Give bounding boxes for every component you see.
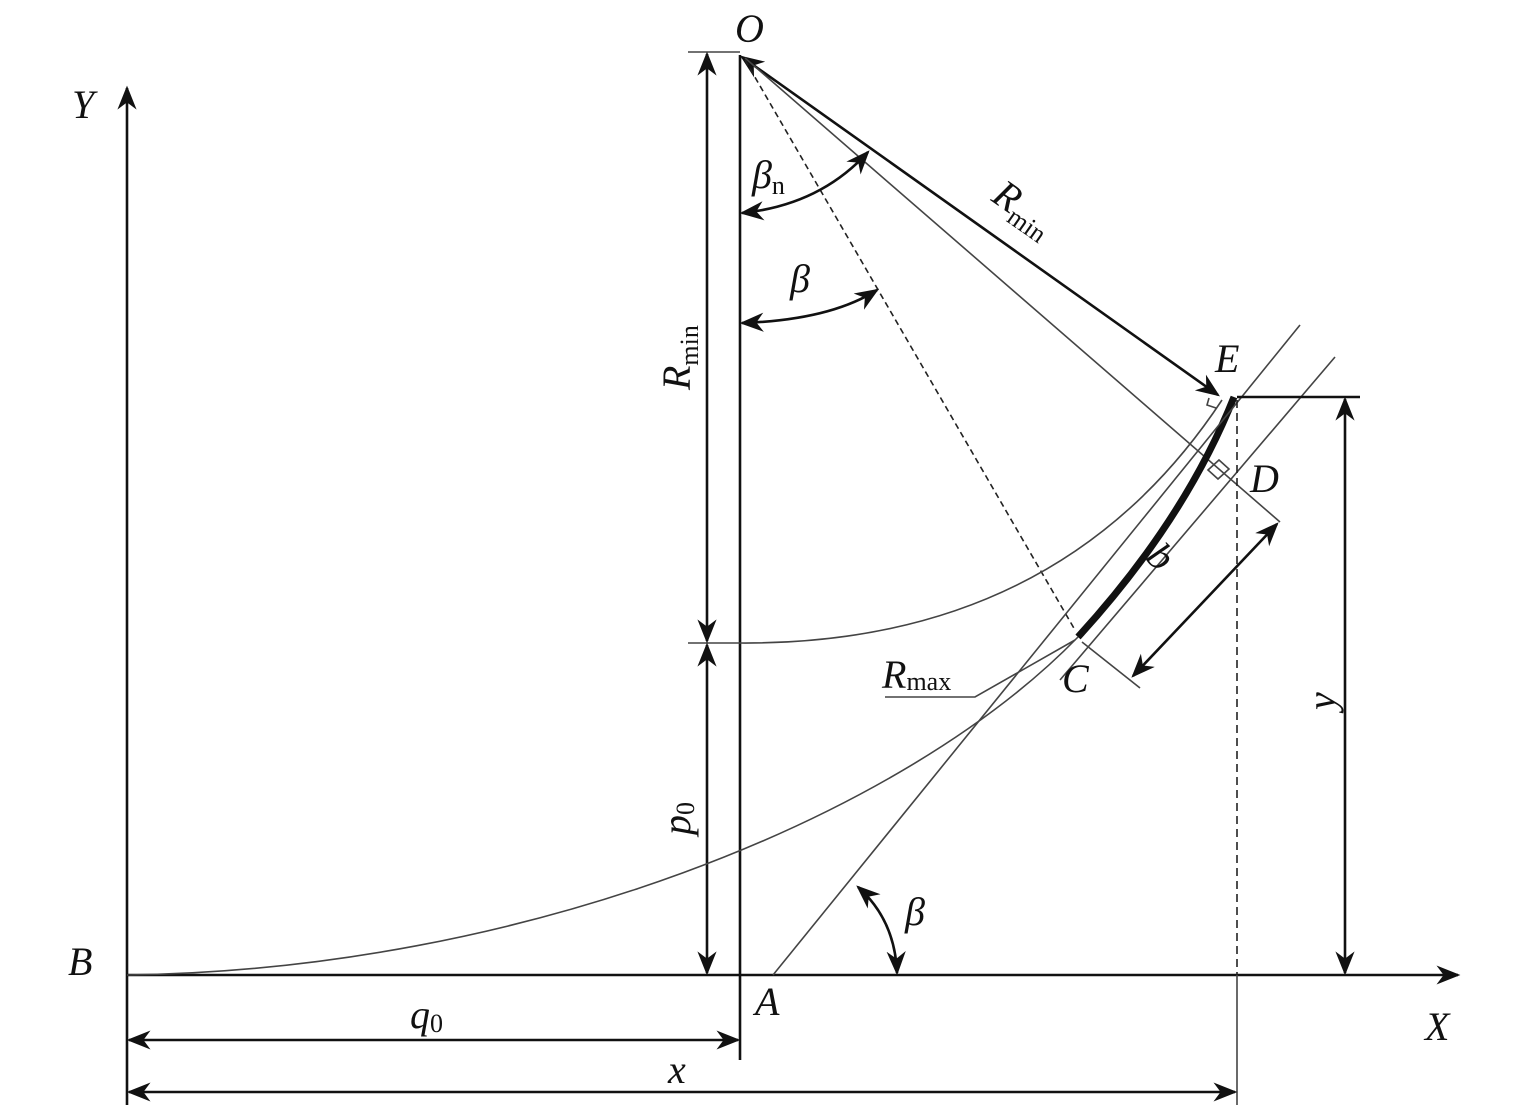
rmin-radius-arrow: [740, 55, 1220, 397]
svg-text:Rmin: Rmin: [654, 325, 704, 391]
dashed-O-C: [744, 59, 1076, 631]
parallel-line-D: [1059, 356, 1336, 681]
label-B: B: [68, 939, 92, 984]
arc-rmin: [739, 399, 1223, 644]
label-rmax: Rmax: [881, 652, 951, 697]
q-dimension: [1131, 522, 1279, 678]
tick: [1081, 641, 1141, 689]
label-Y: Y: [72, 82, 98, 127]
angle-beta-arc: [739, 288, 880, 332]
arc-C-E: [1075, 395, 1238, 640]
label-beta-A: β: [904, 889, 925, 934]
right-angle-D: [1206, 458, 1231, 481]
label-y: y: [1299, 692, 1344, 714]
angle-beta-n-arc: [739, 150, 870, 221]
rmax-leader: [885, 639, 1076, 698]
label-p0: p0: [654, 802, 700, 838]
label-beta-n: βn: [751, 152, 785, 200]
label-D: D: [1249, 456, 1279, 501]
angle-beta-A-arc: [856, 885, 906, 976]
label-x: x: [667, 1047, 686, 1092]
curve-B-C: [126, 636, 1079, 976]
line-O-D: [744, 57, 1281, 523]
label-C: C: [1062, 656, 1090, 701]
label-X: X: [1423, 1004, 1451, 1049]
label-E: E: [1214, 336, 1239, 381]
svg-text:p0: p0: [654, 802, 700, 838]
label-beta: β: [789, 256, 810, 301]
label-O: O: [735, 6, 764, 51]
tangent-line-A: [772, 324, 1301, 976]
label-A: A: [752, 979, 780, 1024]
label-q0: q0: [410, 992, 443, 1038]
right-angle-E: [1206, 397, 1217, 409]
label-rmin-vertical: Rmin: [654, 325, 704, 391]
